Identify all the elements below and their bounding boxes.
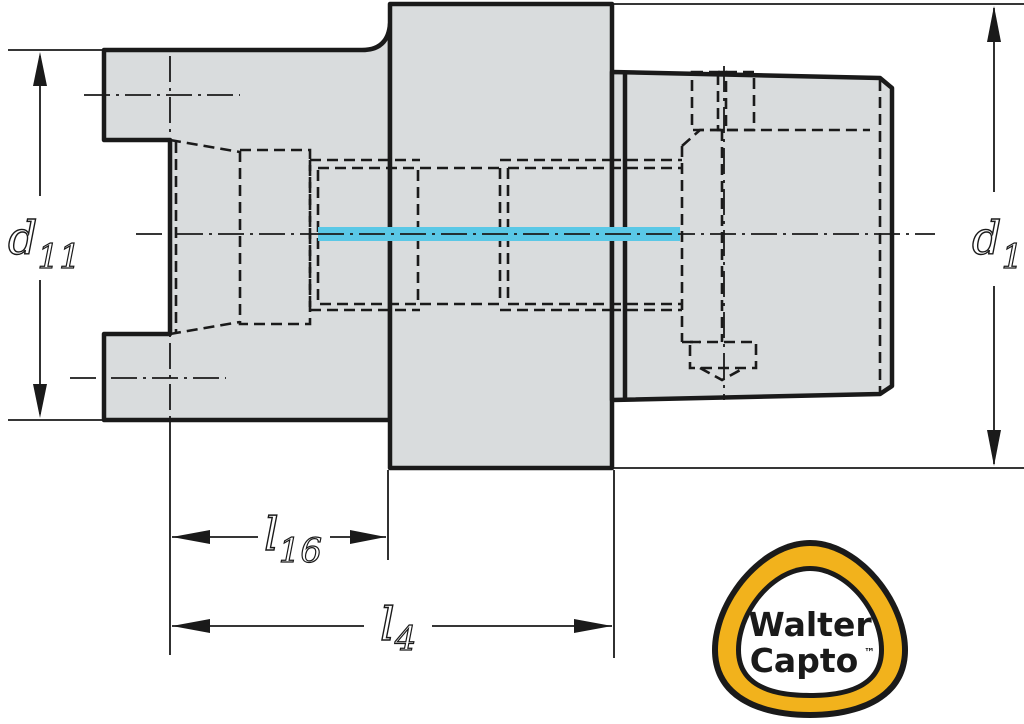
label-l4: l4 [379, 596, 417, 659]
logo-text-walter: Walter [748, 605, 872, 644]
label-l16: l16 [263, 506, 322, 571]
d1-symbol: d [972, 211, 1001, 265]
d11-subscript: 11 [37, 237, 80, 277]
l16-subscript: 16 [279, 531, 322, 571]
dimension-d11 [33, 52, 47, 418]
label-d11: d11 [4, 204, 88, 278]
center-lines [70, 56, 935, 420]
l16-symbol: l [264, 507, 279, 561]
svg-text:d11: d11 [8, 211, 81, 277]
d1-subscript: 1 [1001, 237, 1023, 277]
extension-lines [8, 3, 1024, 658]
dimension-l4 [172, 619, 612, 633]
dimension-d1 [987, 6, 1001, 466]
svg-text:l4: l4 [380, 597, 416, 659]
logo-center [741, 571, 879, 693]
walter-capto-logo: Walter Capto ™ [712, 540, 908, 718]
svg-text:l16: l16 [264, 507, 322, 571]
label-d1: d1 [968, 204, 1024, 278]
svg-text:d1: d1 [972, 211, 1023, 277]
logo-trademark: ™ [864, 646, 875, 659]
d11-symbol: d [8, 211, 37, 265]
coupling-section [101, 21, 393, 423]
l4-symbol: l [380, 597, 395, 651]
logo-text-capto: Capto [750, 641, 859, 680]
l4-subscript: 4 [394, 619, 417, 659]
dimension-l16 [172, 530, 386, 544]
